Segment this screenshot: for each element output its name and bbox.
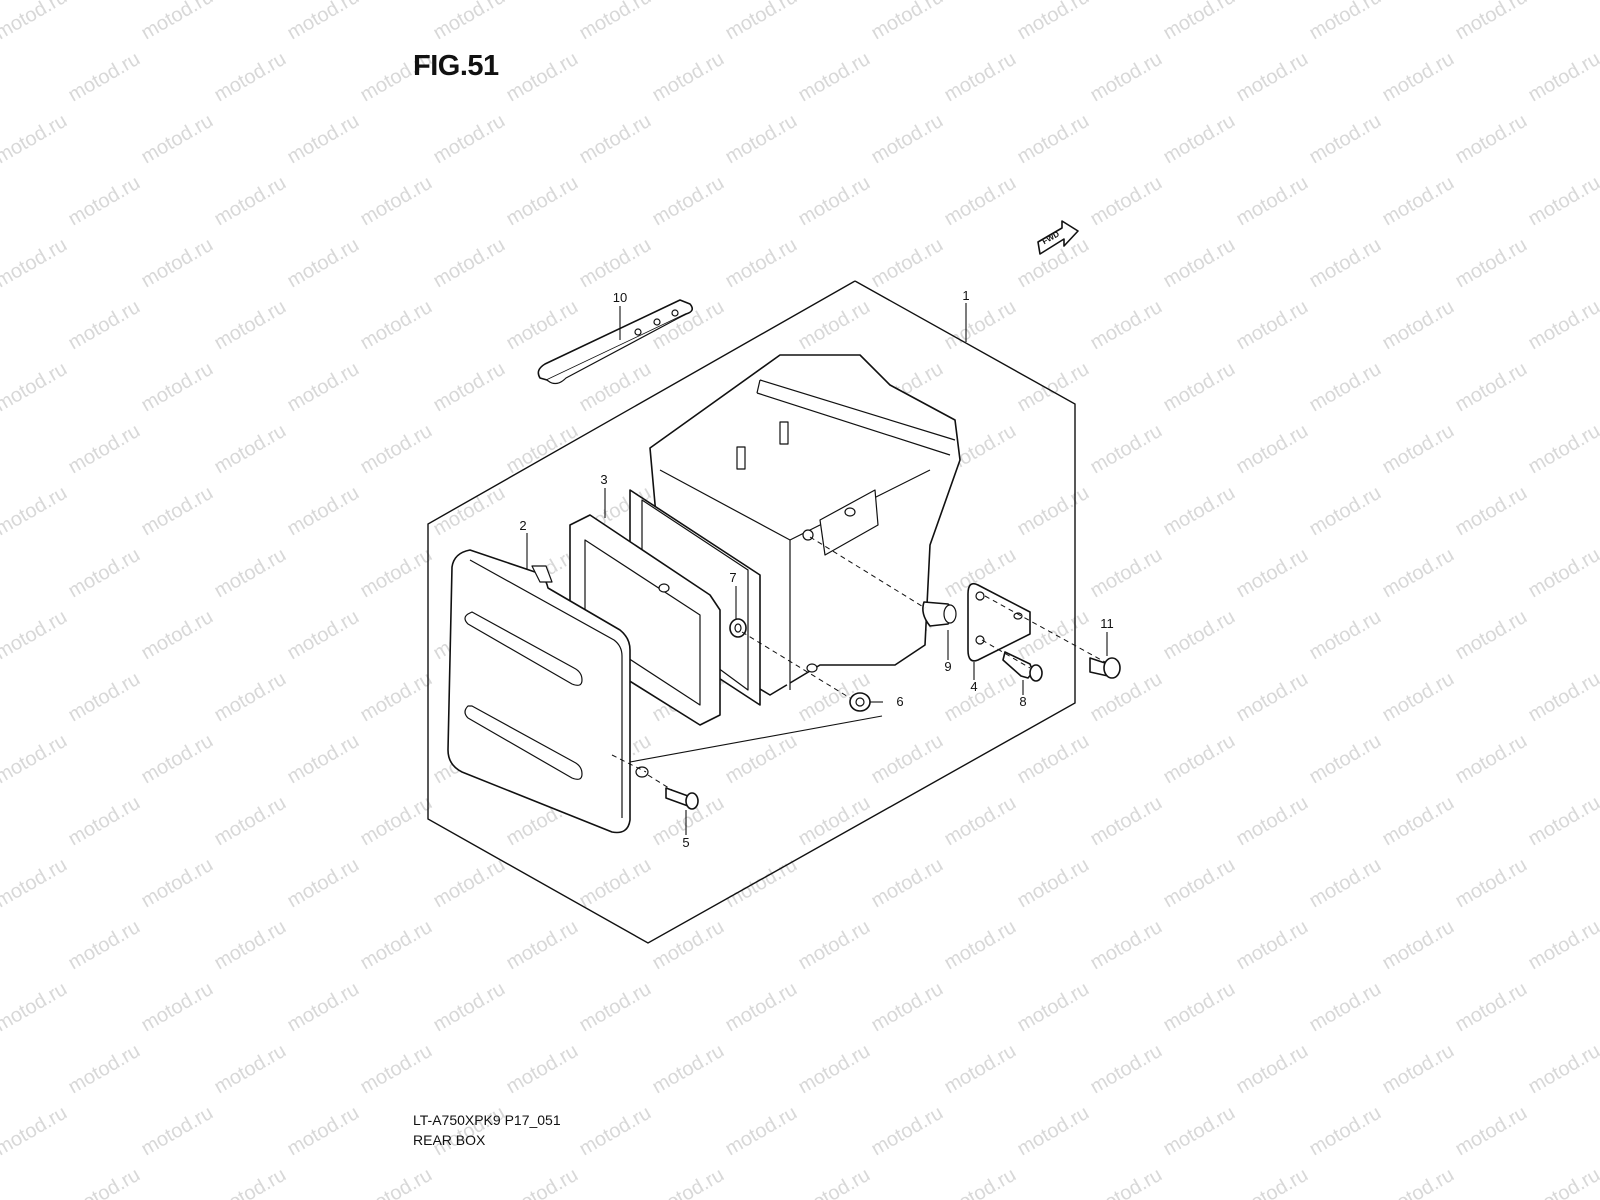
callout-10: 10: [613, 290, 627, 305]
callout-5: 5: [682, 835, 689, 850]
part-5-screw: [665, 787, 699, 810]
part-9-bushing: [922, 601, 957, 627]
callout-11: 11: [1100, 616, 1114, 631]
callout-6: 6: [896, 694, 903, 709]
part-10-strap: [537, 299, 694, 385]
part-8-screw: [1002, 651, 1043, 682]
callout-1: 1: [962, 288, 969, 303]
fwd-arrow-icon: FWD: [1037, 220, 1079, 255]
callout-8: 8: [1019, 694, 1026, 709]
figure-title: FIG.51: [413, 50, 499, 82]
model-code: LT-A750XPK9 P17_051: [413, 1112, 561, 1128]
alignment-lines: [611, 536, 1106, 791]
part-2-lid: [447, 549, 649, 834]
figure-caption: REAR BOX: [413, 1132, 486, 1148]
callout-9: 9: [944, 659, 951, 674]
callout-2: 2: [519, 518, 526, 533]
assembly-outline: [427, 280, 1076, 944]
part-7-nut: [729, 618, 747, 638]
leader-lines: [526, 303, 1108, 835]
part-4-plate: [967, 582, 1031, 662]
callout-3: 3: [600, 472, 607, 487]
part-6-grommet: [849, 692, 871, 712]
callout-4: 4: [970, 679, 977, 694]
part-11-bolt: [1089, 657, 1121, 679]
callout-7: 7: [729, 570, 736, 585]
